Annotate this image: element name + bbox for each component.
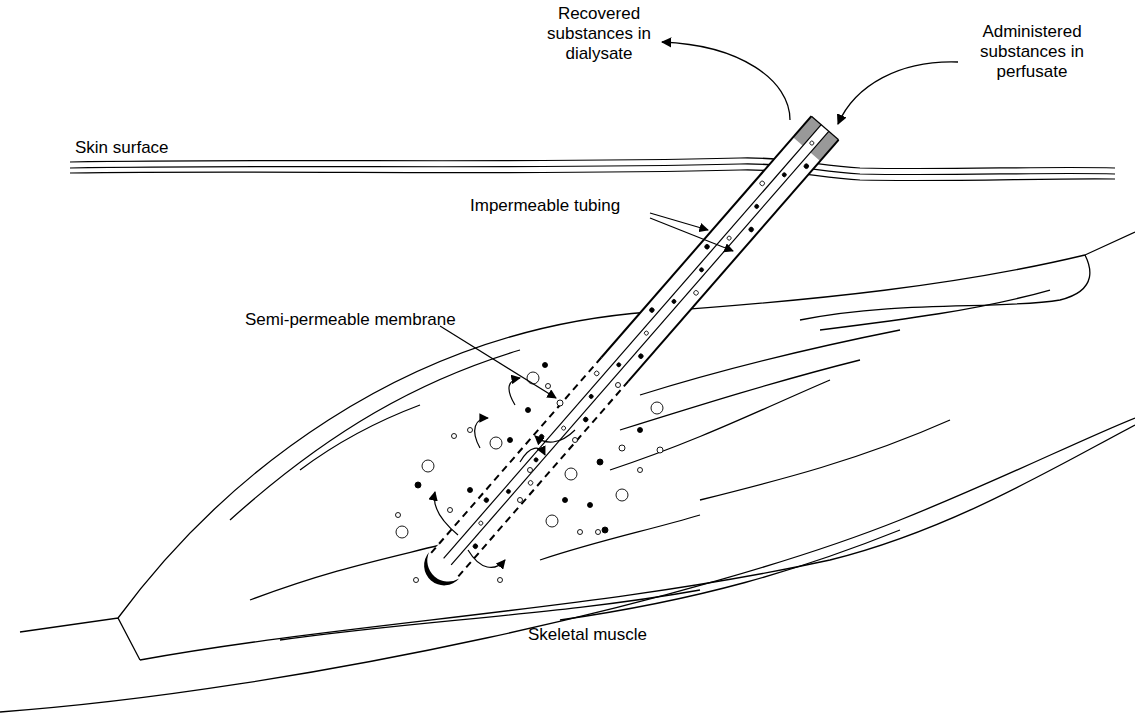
exchange-arrows	[434, 378, 575, 567]
substance-particles	[396, 363, 664, 583]
leader-lines	[440, 213, 733, 398]
skin-label: Skin surface	[75, 138, 169, 158]
muscle-label: Skeletal muscle	[528, 625, 647, 645]
flow-arrows	[662, 42, 958, 124]
muscle-outline	[0, 232, 1135, 712]
membrane-label: Semi-permeable membrane	[245, 310, 456, 330]
perfusate-label: Administered substances in perfusate	[966, 22, 1098, 82]
skin-lines	[70, 158, 1115, 181]
microdialysis-probe	[416, 115, 840, 594]
tubing-label: Impermeable tubing	[470, 196, 620, 216]
dialysate-label: Recovered substances in dialysate	[540, 4, 658, 64]
